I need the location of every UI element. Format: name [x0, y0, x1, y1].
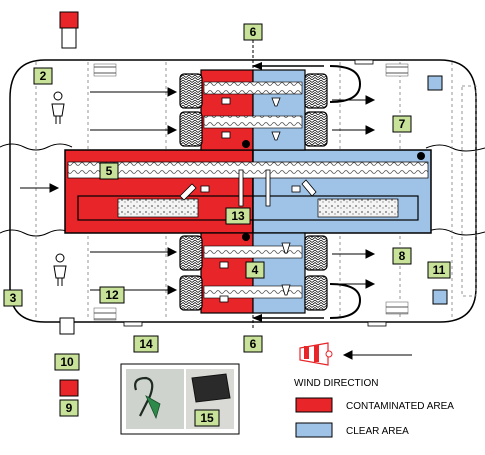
tyre-icon: [304, 73, 328, 109]
windsock-icon: [299, 342, 333, 366]
label-n10: 10: [54, 353, 80, 371]
equipment-grates: [93, 63, 409, 321]
label-n6-top: 6: [243, 23, 263, 41]
label-text: 8: [399, 249, 406, 263]
label-text: 7: [399, 117, 406, 131]
tyre-icon: [179, 111, 203, 147]
label-text: 13: [231, 209, 245, 223]
label-n2: 2: [33, 67, 53, 85]
bin-icon: [271, 131, 281, 141]
bin-icon: [281, 242, 291, 254]
label-n13: 13: [225, 207, 251, 225]
break-line-left-top: [0, 143, 73, 151]
sprayer-icon: [301, 179, 317, 197]
valve-icon: [417, 152, 425, 160]
label-text: 6: [250, 25, 257, 39]
wind-direction-label: WIND DIRECTION: [294, 378, 378, 389]
tyre-icon: [304, 235, 328, 271]
tyre-icon: [304, 275, 328, 311]
top-vehicle-wash-units: [179, 69, 328, 151]
wash-station-mat: [67, 161, 429, 179]
right-side-zone: [461, 85, 477, 297]
label-n5: 5: [99, 162, 119, 180]
sprayer-icon: [179, 183, 197, 201]
label-n7: 7: [392, 115, 412, 133]
label-text: 5: [106, 164, 113, 178]
outbound-arrows: [332, 95, 376, 289]
label-text: 15: [200, 411, 214, 425]
bin-icon: [271, 97, 281, 107]
valve-icon: [242, 140, 250, 148]
label-text: 2: [40, 69, 47, 83]
camera-icon: [221, 131, 231, 139]
label-n12: 12: [99, 286, 125, 304]
top-gate-post: [61, 27, 77, 49]
label-n9: 9: [59, 399, 79, 417]
u-turn-arrowhead: [252, 62, 262, 70]
person-icon: [51, 91, 65, 124]
label-n3: 3: [3, 289, 23, 307]
camera-icon: [219, 261, 229, 269]
tyre-icon: [179, 73, 203, 109]
camera-icon: [219, 295, 229, 303]
legend-swatch-clear: [295, 422, 333, 438]
inbound-arrows: [20, 87, 178, 295]
bottom-vehicle-wash-units: [179, 232, 328, 314]
label-text: 3: [10, 291, 17, 305]
u-turn-arrow-bottom: [329, 283, 362, 319]
top-red-marker: [59, 11, 79, 29]
label-text: 6: [250, 337, 257, 351]
wind-direction-arrow: [342, 350, 412, 360]
legend-swatch-contaminated: [295, 397, 333, 413]
wash-vehicle-left: [117, 198, 199, 218]
equipment-photo-inset: 15: [120, 363, 240, 435]
u-turn-arrow-top: [329, 65, 362, 103]
label-text: 9: [66, 401, 73, 415]
blue-marker-bottom: [432, 289, 448, 305]
bench-markers: [123, 59, 387, 327]
hook-photo: [126, 369, 184, 429]
label-n11: 11: [427, 261, 451, 279]
label-text: 4: [252, 263, 259, 277]
label-n4: 4: [245, 261, 265, 279]
label-text: 12: [105, 288, 119, 302]
spray-post-right: [265, 169, 271, 207]
tyre-icon: [179, 235, 203, 271]
label-text: 11: [433, 263, 446, 277]
label-n14: 14: [133, 335, 159, 353]
camera-icon: [200, 185, 210, 193]
tyre-icon: [179, 275, 203, 311]
camera-icon: [221, 97, 231, 105]
bin-icon: [281, 284, 291, 296]
spray-post-left: [238, 169, 244, 207]
label-text: 14: [139, 337, 153, 351]
label-n15: 15: [194, 409, 220, 427]
bottom-red-marker: [59, 379, 79, 397]
label-text: 10: [60, 355, 74, 369]
camera-icon: [291, 185, 301, 193]
label-n6-bottom: 6: [243, 335, 263, 353]
bottom-gate-post: [59, 317, 75, 335]
u-turn-arrowhead: [252, 314, 262, 322]
blue-marker-top: [427, 75, 443, 91]
tyre-icon: [304, 111, 328, 147]
legend-clear-label: CLEAR AREA: [346, 426, 409, 437]
legend-contaminated-label: CONTAMINATED AREA: [346, 401, 454, 412]
valve-icon: [242, 233, 250, 241]
person-icon: [53, 253, 67, 286]
label-n8: 8: [392, 247, 412, 265]
wash-vehicle-right: [317, 198, 399, 218]
